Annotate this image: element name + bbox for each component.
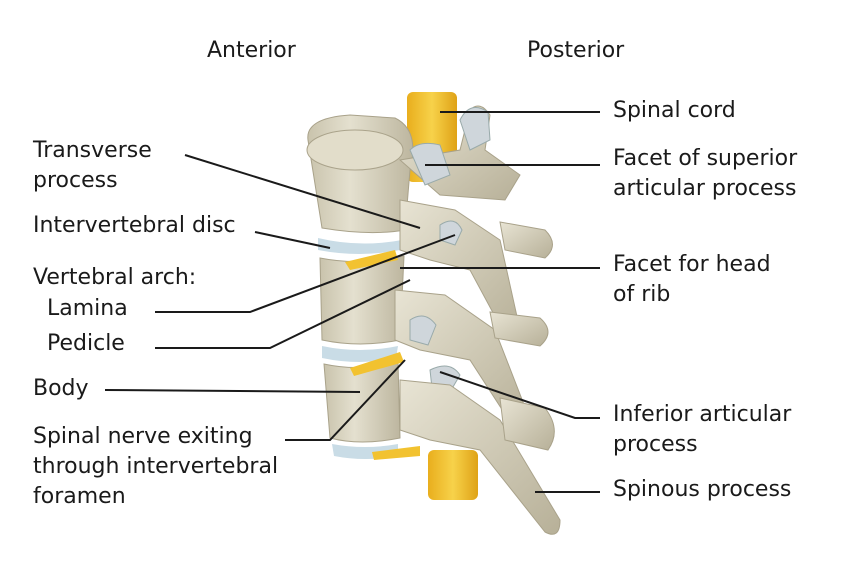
anterior-heading: Anterior xyxy=(207,38,296,63)
label-pedicle: Pedicle xyxy=(47,331,125,356)
spinal-nerves xyxy=(345,250,420,460)
leader-spinal-nerve xyxy=(285,359,406,441)
leader-pedicle xyxy=(155,279,411,349)
label-spinal-nerve: Spinal nerve exiting through interverteb… xyxy=(33,424,279,509)
leader-inferior-articular xyxy=(439,371,600,419)
label-inferior-articular: Inferior articular process xyxy=(613,402,792,457)
label-vertebral-arch: Vertebral arch: xyxy=(33,265,197,290)
leader-intervertebral-disc xyxy=(254,231,331,249)
posterior-heading: Posterior xyxy=(527,38,625,63)
label-intervertebral-disc: Intervertebral disc xyxy=(33,213,236,238)
leader-transverse-process xyxy=(184,154,421,229)
label-transverse-process: Transverse process xyxy=(33,138,152,193)
label-lamina: Lamina xyxy=(47,296,128,321)
label-facet-superior: Facet of superior articular process xyxy=(613,146,798,201)
leader-lamina xyxy=(155,234,456,313)
label-spinal-cord: Spinal cord xyxy=(613,98,736,123)
label-facet-rib: Facet for head of rib xyxy=(613,252,771,307)
leader-lines xyxy=(104,111,600,493)
label-spinous-process: Spinous process xyxy=(613,477,792,502)
leader-body xyxy=(104,389,361,393)
label-body: Body xyxy=(33,376,89,401)
